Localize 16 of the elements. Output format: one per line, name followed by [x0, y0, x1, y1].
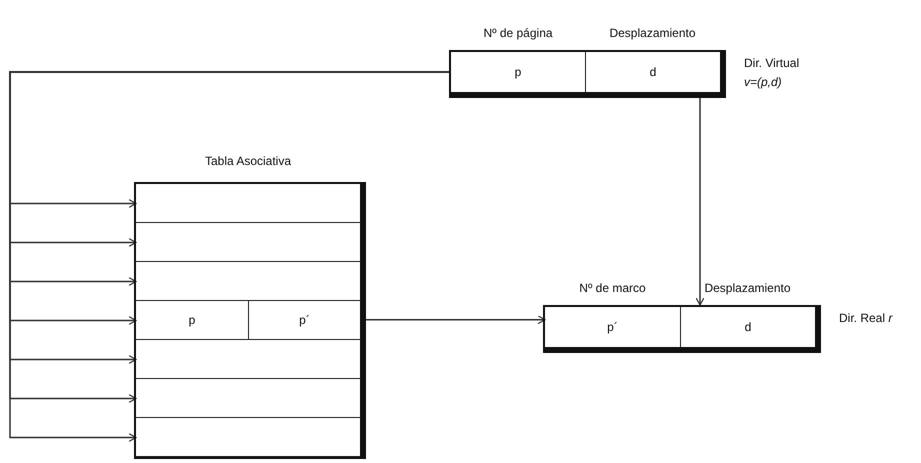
register-field: d: [680, 307, 815, 347]
table-row: [136, 301, 360, 340]
address-label: Dir. Real r: [839, 310, 894, 327]
table-cell: p: [136, 301, 248, 338]
field-heading: Nº de marco: [578, 281, 647, 295]
register-field: d: [585, 52, 720, 92]
field-heading: Desplazamiento: [703, 281, 792, 295]
arrow: [366, 315, 546, 324]
address-label: Dir. Virtual v=(p,d): [744, 55, 800, 91]
field-heading: Nº de página: [482, 26, 554, 40]
register-field: p: [451, 52, 585, 92]
arrow: [695, 98, 705, 306]
table-title: Tabla Asociativa: [204, 154, 292, 168]
register-field: p´: [545, 307, 680, 347]
field-heading: Desplazamiento: [608, 26, 697, 40]
table-cell: p´: [248, 301, 360, 338]
